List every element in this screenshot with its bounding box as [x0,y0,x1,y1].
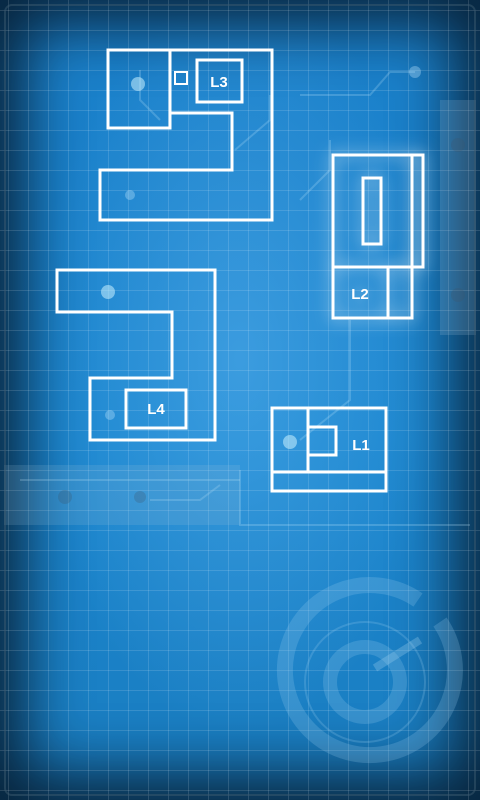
level-l3-label: L3 [210,74,228,91]
level-l1-label: L1 [352,437,370,454]
level-l4-label: L4 [147,401,165,418]
level-l1[interactable]: L1 [270,406,388,493]
level-l4[interactable]: L4 [55,268,217,442]
level-l2-label: L2 [351,286,369,303]
level-l2[interactable]: L2 [331,153,425,320]
level-l3[interactable]: L3 [98,48,274,222]
